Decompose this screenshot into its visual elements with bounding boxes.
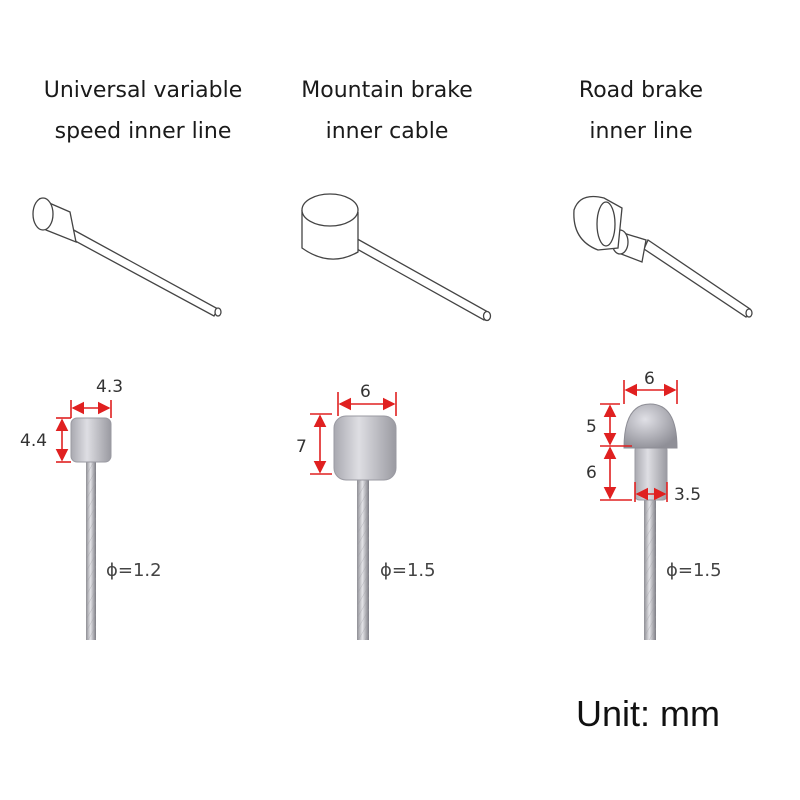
cable-3-dome-photo [623, 403, 678, 449]
cable-1-wire [65, 227, 219, 317]
unit-label: Unit: mm [576, 693, 720, 734]
title-line-2: speed inner line [54, 119, 232, 144]
cable-2-diameter-label: ϕ=1.5 [380, 560, 436, 581]
cable-1-height-label: 4.4 [20, 431, 47, 451]
cable-1-photo [70, 417, 112, 640]
dimension-lines [55, 380, 678, 502]
cable-3-head-height-label: 5 [586, 417, 597, 437]
cable-2-barrel-top [301, 193, 359, 227]
cable-2-height-label: 7 [296, 437, 307, 457]
cable-2-wire [347, 235, 489, 321]
cable-3-photo [623, 403, 678, 640]
title-line-1: Mountain brake [301, 78, 473, 103]
cable-2-wire-end [482, 310, 492, 322]
cable-2-photo [333, 415, 397, 640]
cable-1-head-face [32, 197, 54, 231]
cable-1-head-photo [70, 417, 112, 463]
cable-3-neck-height-label: 6 [586, 463, 597, 483]
title-line-1: Road brake [578, 78, 704, 103]
cable-3-line-drawing [573, 195, 753, 318]
cable-1-diameter-label: ϕ=1.2 [106, 560, 162, 581]
title-line-2: inner cable [325, 119, 449, 144]
cable-3-width-label: 6 [644, 369, 655, 389]
title-mountain-brake-inner-cable: Mountain brake inner cable [257, 70, 517, 152]
cable-2-barrel-photo [333, 415, 397, 481]
title-universal-variable-speed-inner-line: Universal variable speed inner line [13, 70, 273, 152]
title-line-1: Universal variable [43, 78, 243, 103]
title-road-brake-inner-line: Road brake inner line [511, 70, 771, 152]
cable-3-neck-width-label: 3.5 [674, 485, 701, 505]
cable-1-line-drawing [32, 197, 222, 317]
cable-1-wire-end [214, 307, 222, 317]
cable-2-width-label: 6 [360, 382, 371, 402]
cable-2-line-drawing [301, 193, 492, 322]
cable-3-diameter-label: ϕ=1.5 [666, 560, 722, 581]
title-line-2: inner line [589, 119, 693, 144]
cable-3-wire [643, 239, 751, 318]
cable-3-wire-end [745, 308, 753, 318]
cable-3-neck-photo [634, 445, 668, 501]
cable-3-dome-rim [596, 201, 616, 247]
cable-1-width-label: 4.3 [96, 377, 123, 397]
